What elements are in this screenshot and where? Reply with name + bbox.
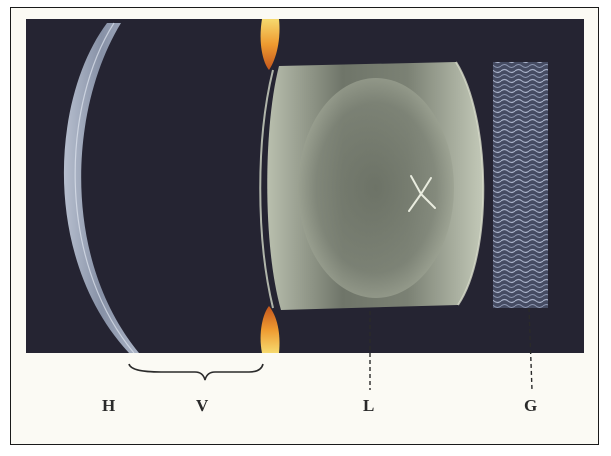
label-h: H bbox=[102, 396, 116, 416]
label-l: L bbox=[363, 396, 375, 416]
eye-anatomy-illustration bbox=[11, 8, 600, 446]
label-v: V bbox=[196, 396, 209, 416]
figure-frame: H V L G bbox=[10, 7, 599, 445]
brace-v bbox=[129, 364, 263, 380]
label-g: G bbox=[524, 396, 538, 416]
